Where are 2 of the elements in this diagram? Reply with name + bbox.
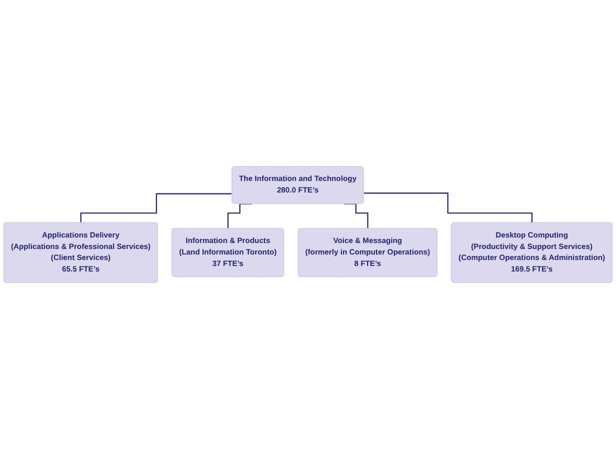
connector: [364, 192, 533, 224]
connector: [80, 193, 232, 224]
